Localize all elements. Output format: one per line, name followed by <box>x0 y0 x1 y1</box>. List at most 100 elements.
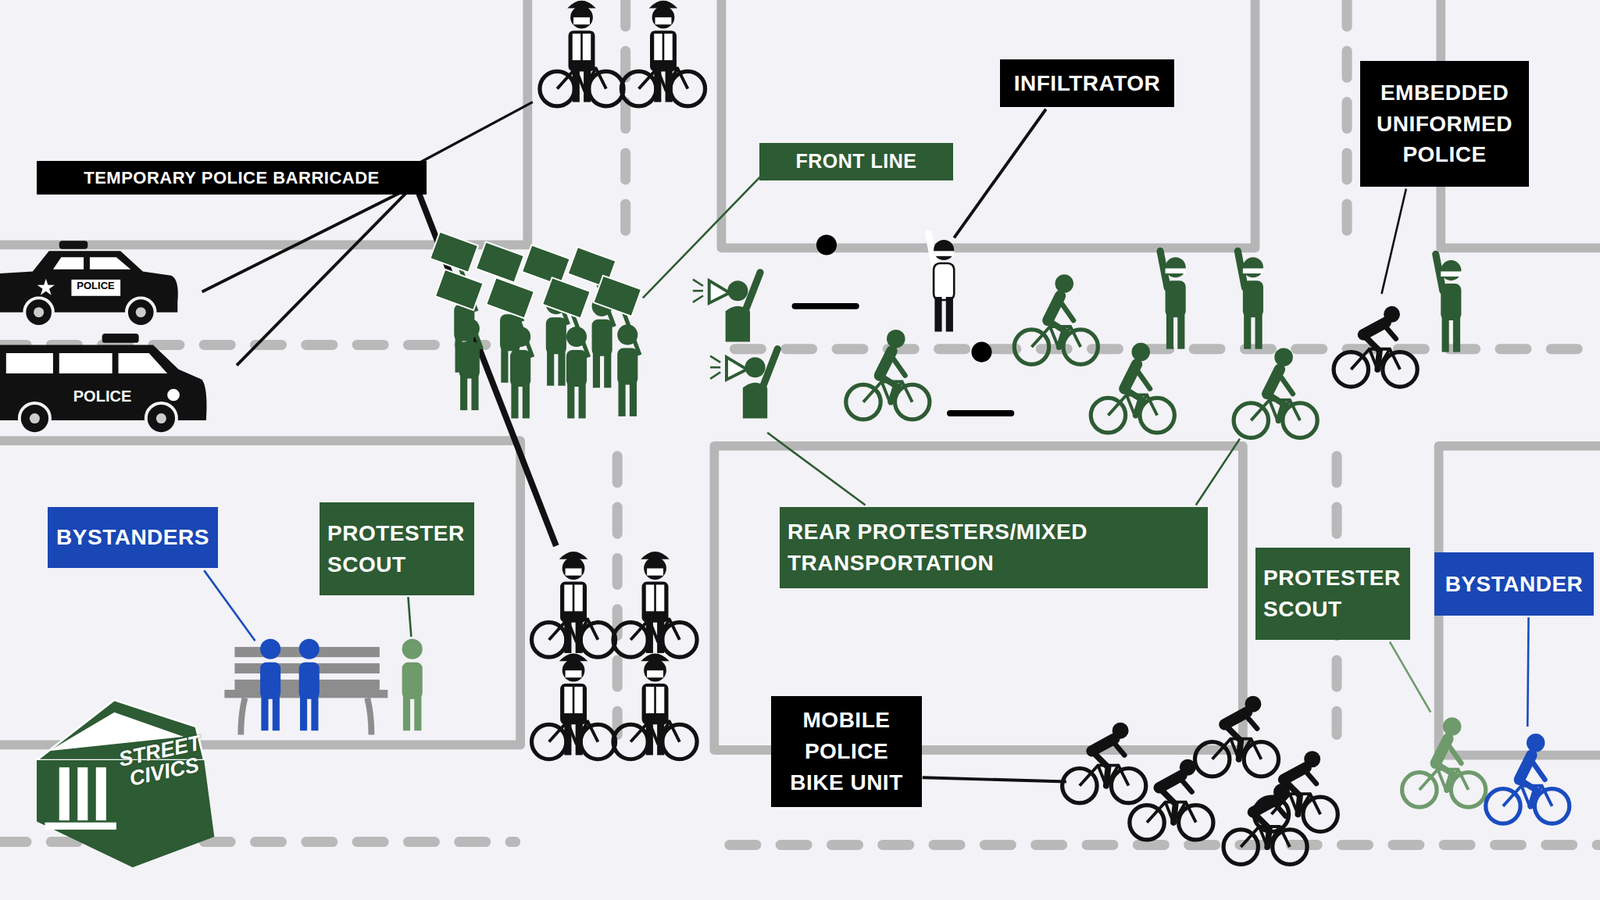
street-grid <box>0 0 1600 845</box>
sign-protester-part <box>578 383 586 418</box>
figures <box>0 0 1570 868</box>
callout-box: MOBILE POLICE BIKE UNIT <box>771 696 922 808</box>
police-car-part <box>53 257 131 270</box>
skateboarder-figure-part <box>842 310 851 318</box>
callout-box: PROTESTER SCOUT <box>1255 547 1411 640</box>
street-civics-logo-part <box>96 767 107 821</box>
police-officer-bike-part <box>640 653 670 662</box>
police-car-part <box>24 297 54 327</box>
police-officer-bike-part <box>570 6 593 29</box>
sign-protester-part <box>592 353 600 388</box>
scout-cyclist-part <box>1446 742 1461 764</box>
megaphone-protester-part <box>692 279 704 286</box>
bystander-figure <box>260 639 281 732</box>
callout-text: EMBEDDED UNIFORMED POLICE <box>1367 77 1522 171</box>
sign-protester-part <box>521 244 571 286</box>
skateboarder-figure-part <box>977 366 980 390</box>
megaphone-protester-part <box>710 366 721 369</box>
police-officer-bike-part <box>575 722 583 756</box>
police-van <box>0 333 207 434</box>
skateboarder-figure-part <box>828 263 846 274</box>
protester-figure-part <box>1165 257 1186 278</box>
leader-line <box>203 570 255 641</box>
police-officer-bike-part <box>575 620 583 654</box>
protester-figure-part <box>1243 314 1251 349</box>
police-cyclist-part <box>1159 787 1176 822</box>
megaphone-protester <box>692 272 761 343</box>
leader-line <box>418 102 533 164</box>
barricade-line <box>416 186 557 547</box>
sign-protester-part <box>460 375 468 411</box>
callout-text: FRONT LINE <box>796 147 918 176</box>
scout-figure-part <box>402 662 423 700</box>
police-officer-bike-part <box>646 722 654 756</box>
cyclist-figure-part <box>1135 368 1150 390</box>
megaphone-protester-part <box>746 272 761 310</box>
cyclist-figure-part <box>1055 274 1075 293</box>
street-civics-logo-part <box>59 767 70 821</box>
skateboarder-figure-part <box>792 303 860 310</box>
cyclist-figure-part <box>1047 320 1065 347</box>
police-officer-bike-part <box>565 568 583 576</box>
lane-dash <box>620 0 631 235</box>
sign-protester-part <box>629 381 637 416</box>
scout-cyclist-part <box>1419 769 1469 790</box>
protester-figure-part <box>1242 257 1264 278</box>
police-officer-bike-part <box>560 581 587 622</box>
cyclist-figure-part <box>1107 394 1158 415</box>
megaphone-protester-part <box>744 357 765 378</box>
leader-line <box>202 186 413 293</box>
callout-box: INFILTRATOR <box>1000 59 1175 108</box>
lane-dash <box>1342 0 1353 237</box>
police-officer-bike-part <box>567 0 597 9</box>
police-cyclist-part <box>1224 724 1241 759</box>
curb-line <box>721 0 1255 248</box>
police-officer-bike-part <box>559 653 589 662</box>
cyclist-figure-part <box>886 329 906 349</box>
leader-line <box>1527 617 1529 727</box>
police-cyclist-part <box>1244 714 1258 729</box>
sign-protester-part <box>566 350 587 387</box>
protester-figure-part <box>1442 317 1450 352</box>
vehicle-marking: POLICE <box>59 385 146 407</box>
leader-line <box>1381 189 1406 295</box>
police-officer-bike-part <box>563 685 584 715</box>
scout-figure-part <box>414 696 422 731</box>
police-cyclist <box>1194 696 1279 777</box>
scout-cyclist-part <box>1442 717 1462 736</box>
callout-box: PROTESTER SCOUT <box>319 502 475 596</box>
street-civics-logo-part <box>77 767 88 821</box>
skateboarder-figure-part <box>816 234 837 255</box>
protester-figure <box>1435 253 1462 352</box>
police-officer-bike-part <box>564 722 572 756</box>
police-officer-bike-part <box>571 32 592 62</box>
police-officer-bike-part <box>646 670 664 678</box>
police-officer-bike-part <box>665 69 673 103</box>
skateboarder-figure-part <box>946 410 1015 417</box>
police-officer-bike-part <box>646 568 664 576</box>
police-cyclist-part <box>1383 324 1397 339</box>
callout-text: PROTESTER SCOUT <box>327 517 467 581</box>
vehicle-marking: POLICE <box>71 279 121 293</box>
callout-box: BYSTANDERS <box>47 507 218 568</box>
bystander-cyclist-part <box>1503 785 1553 807</box>
skateboarder-figure-part <box>822 281 840 302</box>
megaphone-protester-part <box>692 289 704 293</box>
police-van-part <box>6 353 168 374</box>
protester-figure-part <box>1165 280 1186 318</box>
police-car-part <box>126 297 156 327</box>
police-car-part <box>135 307 147 318</box>
bystander-figure-part <box>260 662 281 700</box>
police-cyclist <box>1253 750 1338 832</box>
megaphone-protester-part <box>710 371 721 379</box>
bystander-figure <box>299 639 320 732</box>
skateboarder-figure-part <box>983 370 1000 381</box>
police-officer-bike-part <box>559 551 589 560</box>
callout-text: REAR PROTESTERS/MIXED TRANSPORTATION <box>787 516 1200 579</box>
leader-line <box>953 109 1047 239</box>
sign-protester-part <box>435 269 484 311</box>
police-car-part <box>59 240 89 249</box>
cyclist-figure-part <box>863 381 913 402</box>
police-van-part <box>102 333 140 343</box>
megaphone-protester-part <box>726 357 747 380</box>
